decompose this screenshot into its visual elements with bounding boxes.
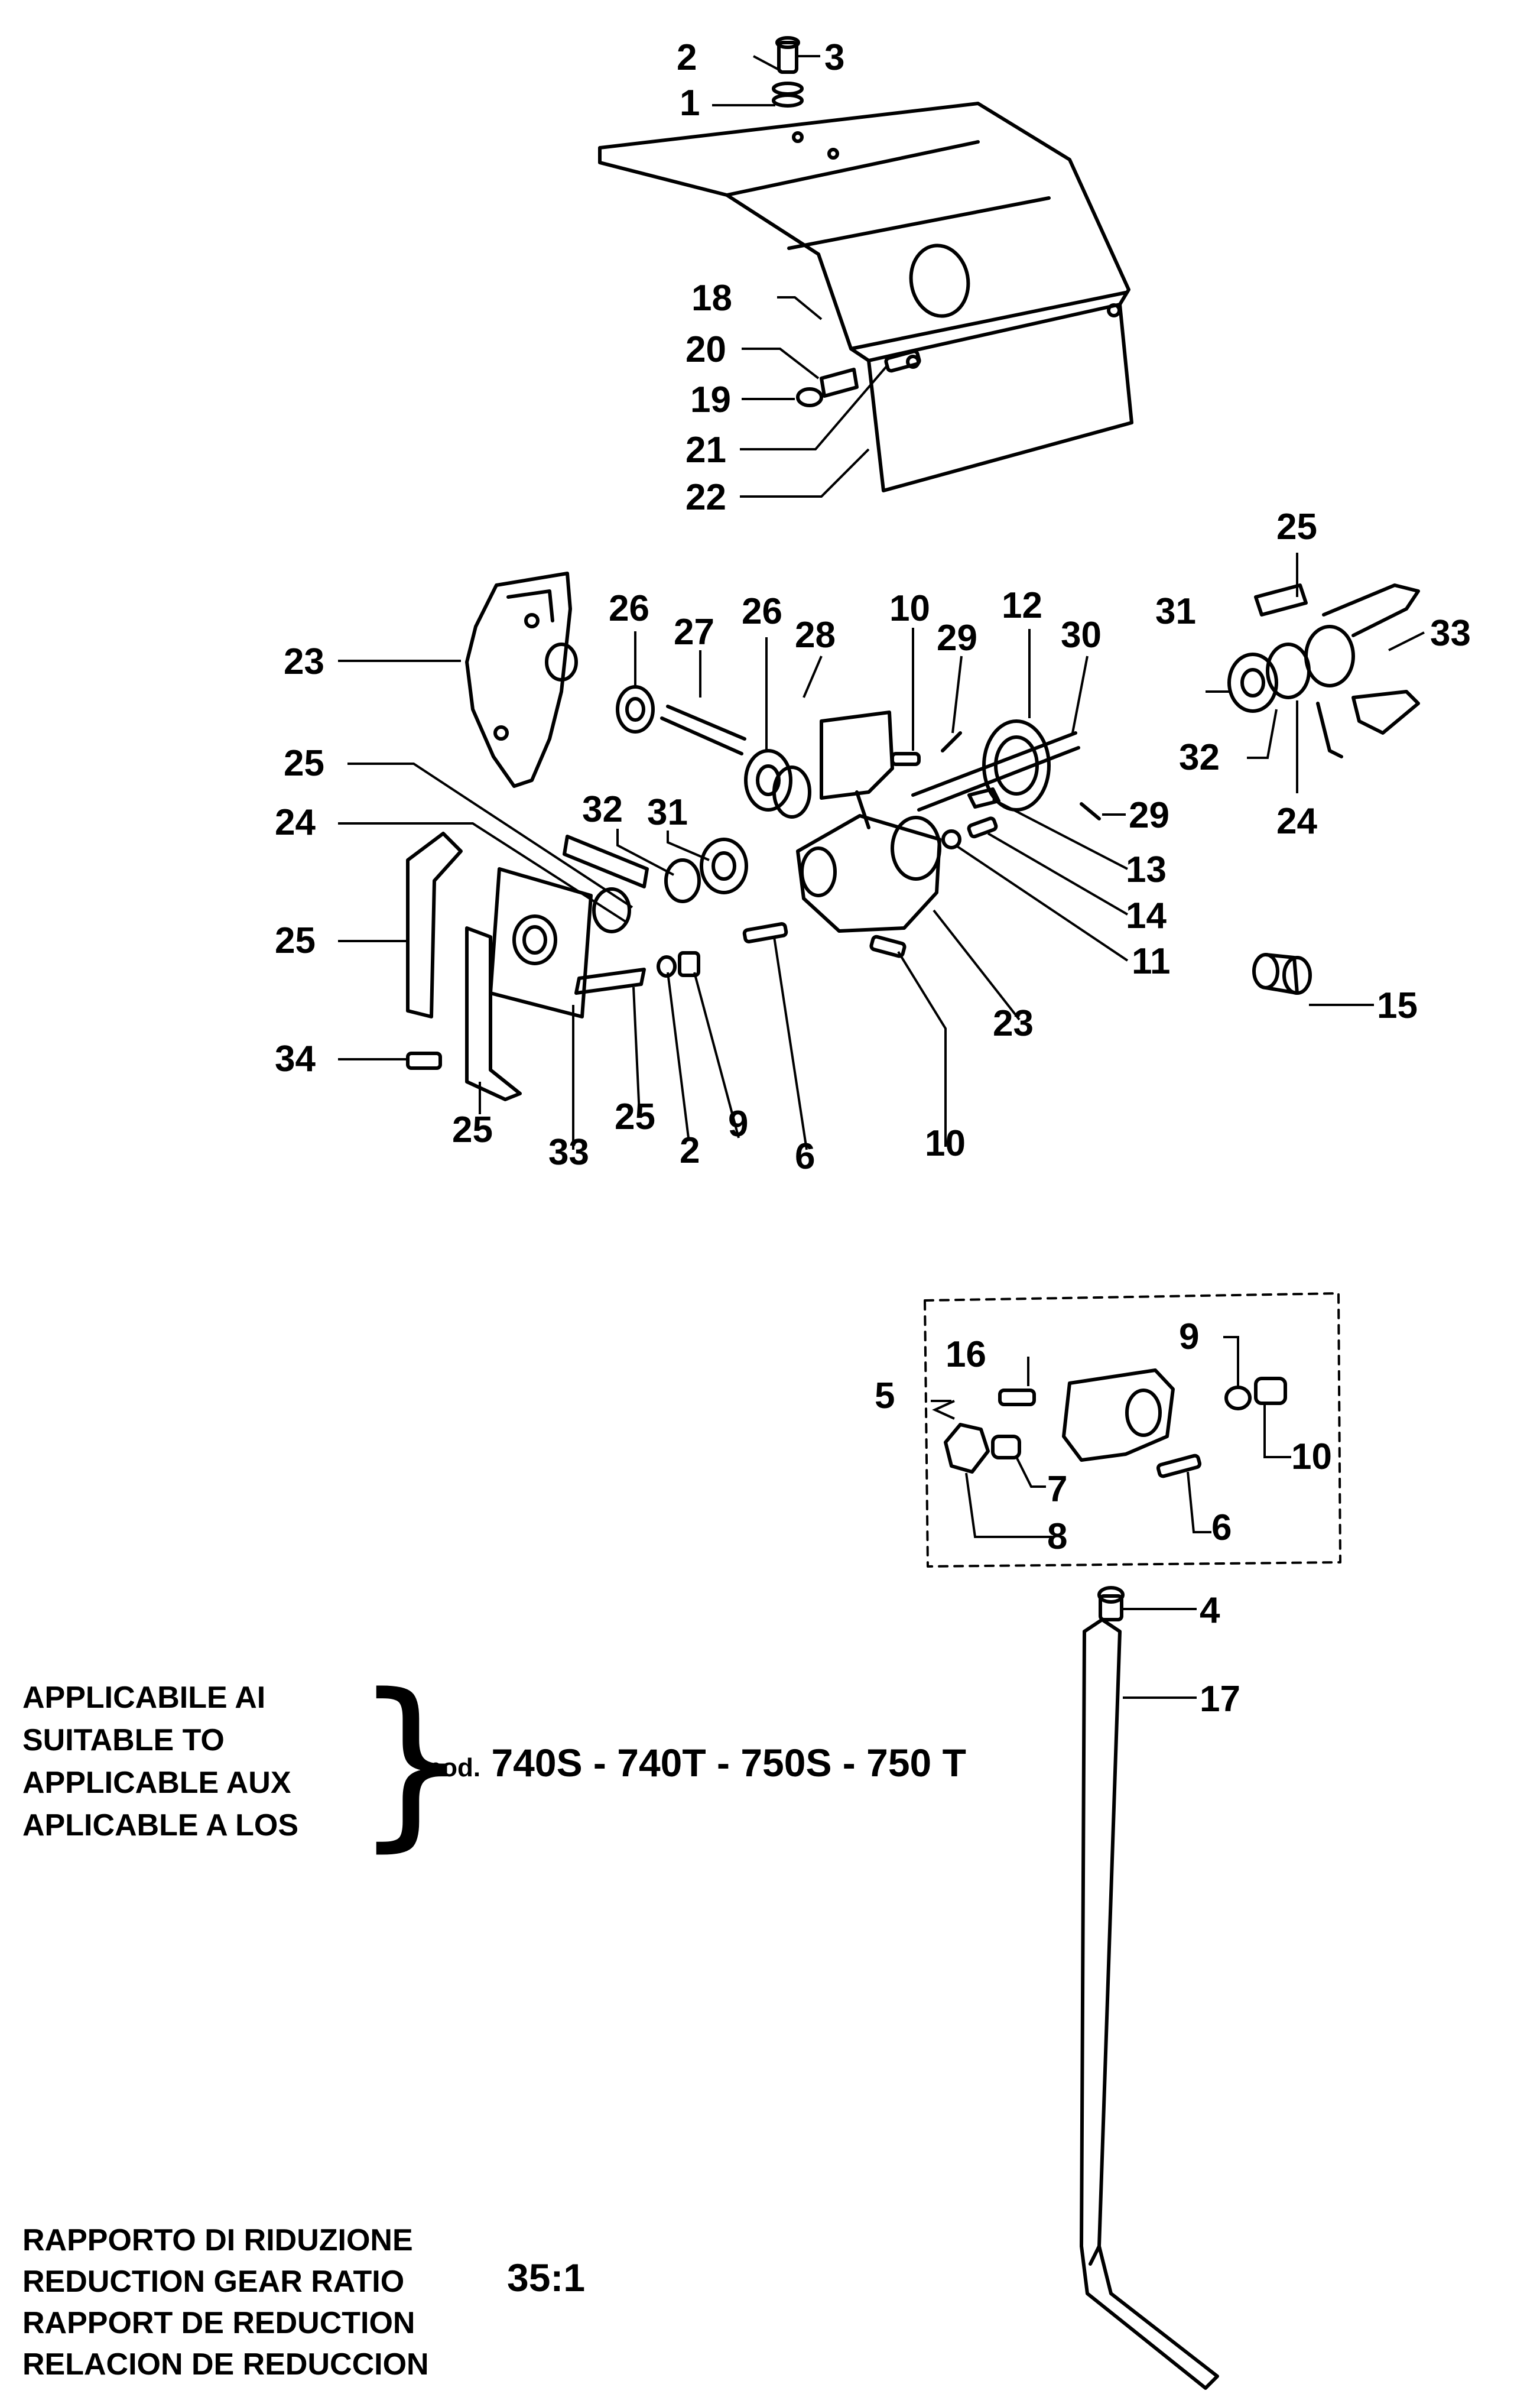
callout-1: 1 bbox=[680, 83, 700, 124]
callout-11: 11 bbox=[1132, 941, 1171, 982]
center-housing-part bbox=[796, 711, 941, 933]
callout-31-r: 31 bbox=[1155, 591, 1196, 632]
callout-18: 18 bbox=[691, 278, 732, 319]
small-fasteners-part bbox=[657, 731, 1101, 978]
ratio-line-it: RAPPORTO DI RIDUZIONE bbox=[22, 2223, 413, 2257]
suitability-line-it: APPLICABILE AI bbox=[22, 1681, 266, 1715]
callout-21: 21 bbox=[685, 430, 726, 471]
bearing-circlip-part bbox=[664, 838, 748, 903]
callout-26-a: 26 bbox=[609, 588, 649, 629]
top-bolt-part bbox=[772, 36, 804, 108]
callout-34: 34 bbox=[275, 1039, 316, 1079]
ratio-line-fr: RAPPORT DE REDUCTION bbox=[22, 2306, 415, 2340]
callout-10-box: 10 bbox=[1291, 1436, 1332, 1477]
left-tine-assembly-part bbox=[406, 832, 649, 1101]
handle-clamp-parts bbox=[944, 1368, 1287, 1478]
leader-lines bbox=[338, 55, 1425, 1699]
gear-shaft-part bbox=[911, 719, 1080, 812]
ratio-line-es: RELACION DE REDUCCION bbox=[22, 2347, 429, 2382]
callout-13: 13 bbox=[1126, 849, 1167, 890]
bearing-set-left-part bbox=[616, 685, 811, 819]
callout-10-top: 10 bbox=[889, 588, 930, 629]
callout-12: 12 bbox=[1002, 585, 1042, 626]
callout-5: 5 bbox=[875, 1376, 895, 1416]
suitability-line-en: SUITABLE TO bbox=[22, 1723, 225, 1757]
callout-29-right: 29 bbox=[1129, 795, 1169, 836]
callout-23-left: 23 bbox=[284, 641, 324, 682]
callout-25-a: 25 bbox=[284, 743, 324, 784]
callout-33-r: 33 bbox=[1430, 613, 1471, 654]
model-names: 740S - 740T - 750S - 750 T bbox=[491, 1741, 966, 1785]
callout-27: 27 bbox=[674, 612, 714, 653]
callout-9: 9 bbox=[728, 1104, 748, 1144]
right-tine-assembly-part bbox=[1227, 583, 1420, 758]
callout-29-top: 29 bbox=[937, 618, 977, 658]
callout-2-lower: 2 bbox=[680, 1130, 700, 1171]
callout-24-r: 24 bbox=[1276, 801, 1317, 842]
callout-4: 4 bbox=[1200, 1590, 1220, 1631]
callout-23-center: 23 bbox=[993, 1003, 1034, 1044]
guard-cover-part bbox=[598, 102, 1133, 492]
callout-26-b: 26 bbox=[742, 591, 782, 632]
callout-10-bottom: 10 bbox=[925, 1123, 966, 1164]
callout-32-c: 32 bbox=[582, 789, 623, 830]
callout-25-b: 25 bbox=[275, 920, 316, 961]
callout-22: 22 bbox=[685, 477, 726, 518]
callout-33-l: 33 bbox=[548, 1132, 589, 1173]
model-prefix: mod. bbox=[418, 1753, 481, 1782]
callout-labels: 2 3 1 18 20 19 21 22 25 31 33 32 24 26 2… bbox=[275, 37, 1471, 1720]
callout-9-box: 9 bbox=[1179, 1316, 1199, 1357]
callout-14: 14 bbox=[1126, 896, 1167, 936]
callout-17: 17 bbox=[1200, 1679, 1240, 1720]
callout-6: 6 bbox=[795, 1136, 815, 1177]
callout-7: 7 bbox=[1047, 1469, 1067, 1510]
callout-25-tr: 25 bbox=[1276, 507, 1317, 547]
suitability-line-fr: APPLICABLE AUX bbox=[22, 1766, 291, 1800]
callout-25-d: 25 bbox=[452, 1110, 493, 1150]
callout-8: 8 bbox=[1047, 1516, 1067, 1557]
callout-6-box: 6 bbox=[1211, 1507, 1232, 1548]
handle-clamp-kit-box bbox=[924, 1292, 1341, 1568]
callout-24-l: 24 bbox=[275, 802, 316, 843]
callout-32-r: 32 bbox=[1179, 737, 1220, 778]
ratio-value: 35:1 bbox=[507, 2256, 586, 2299]
callout-3: 3 bbox=[824, 37, 844, 78]
callout-15: 15 bbox=[1377, 985, 1418, 1026]
callout-30: 30 bbox=[1061, 615, 1102, 656]
left-housing-part bbox=[465, 572, 578, 788]
end-cap-part bbox=[1252, 953, 1312, 995]
suitability-line-es: APLICABLE A LOS bbox=[22, 1808, 299, 1842]
callout-20: 20 bbox=[685, 329, 726, 370]
model-list: mod. 740S - 740T - 750S - 750 T bbox=[418, 1740, 966, 1785]
ratio-line-en: REDUCTION GEAR RATIO bbox=[22, 2265, 405, 2299]
callout-2: 2 bbox=[677, 37, 697, 78]
callout-25-c: 25 bbox=[615, 1097, 655, 1137]
callout-16: 16 bbox=[946, 1334, 986, 1375]
callout-28: 28 bbox=[795, 615, 836, 656]
handle-bar-part bbox=[1080, 1586, 1219, 2390]
reduction-ratio-legend: RAPPORTO DI RIDUZIONE REDUCTION GEAR RAT… bbox=[22, 2220, 585, 2385]
cover-bracket-part bbox=[796, 349, 921, 407]
callout-19: 19 bbox=[690, 379, 731, 420]
brace-symbol: } bbox=[353, 1655, 470, 1869]
callout-31-c: 31 bbox=[647, 792, 688, 833]
